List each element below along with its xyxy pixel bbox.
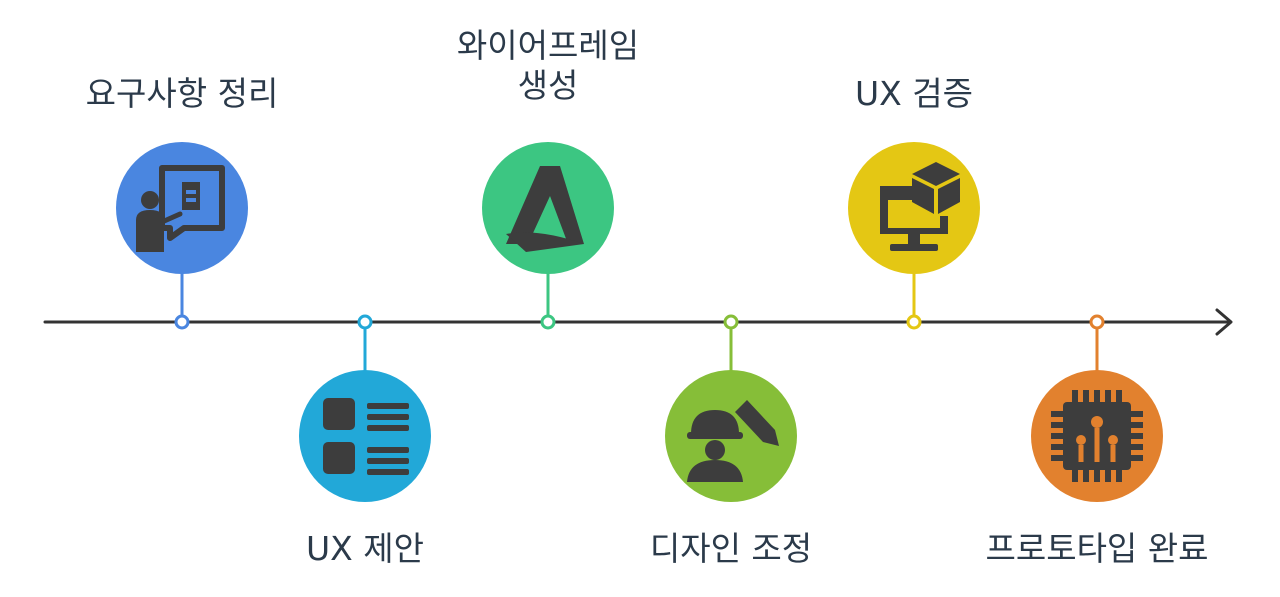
milestone-marker: [357, 314, 373, 330]
milestone-1: [116, 142, 248, 330]
chip-icon: [1051, 390, 1143, 482]
milestone-circle: [848, 142, 980, 274]
autodesk-logo-icon: [506, 166, 584, 252]
milestone-marker: [174, 314, 190, 330]
milestone-marker: [540, 314, 556, 330]
milestone-label: 요구사항 정리: [86, 74, 279, 114]
milestone-label: 디자인 조정: [650, 529, 812, 569]
milestone-5: [848, 142, 980, 330]
milestone-label-line: 와이어프레임: [456, 26, 640, 65]
milestone-2: [299, 314, 431, 502]
milestone-label-line: 생성: [517, 66, 579, 105]
milestone-circle: [299, 370, 431, 502]
milestone-6: [1031, 314, 1163, 502]
milestone-label-line: UX 검증: [855, 74, 973, 113]
worker-pencil-icon: [687, 400, 779, 482]
presenter-board-icon: [136, 165, 225, 252]
milestone-label-line: 프로토타입 완료: [985, 529, 1209, 568]
milestone-circle: [482, 142, 614, 274]
milestone-marker: [906, 314, 922, 330]
milestone-label: 프로토타입 완료: [985, 529, 1208, 569]
milestone-label-line: 디자인 조정: [649, 529, 813, 568]
milestone-label: UX 검증: [855, 74, 973, 114]
list-layout-icon: [323, 398, 409, 475]
milestone-label-line: 요구사항 정리: [85, 74, 279, 113]
monitor-cube-icon: [880, 162, 960, 251]
milestone-4: [665, 314, 797, 502]
timeline-arrow-head: [1215, 308, 1233, 336]
milestone-marker: [723, 314, 739, 330]
milestone-label-line: UX 제안: [306, 529, 424, 568]
milestone-label: UX 제안: [306, 529, 424, 569]
milestone-3: [482, 142, 614, 330]
milestone-marker: [1089, 314, 1105, 330]
